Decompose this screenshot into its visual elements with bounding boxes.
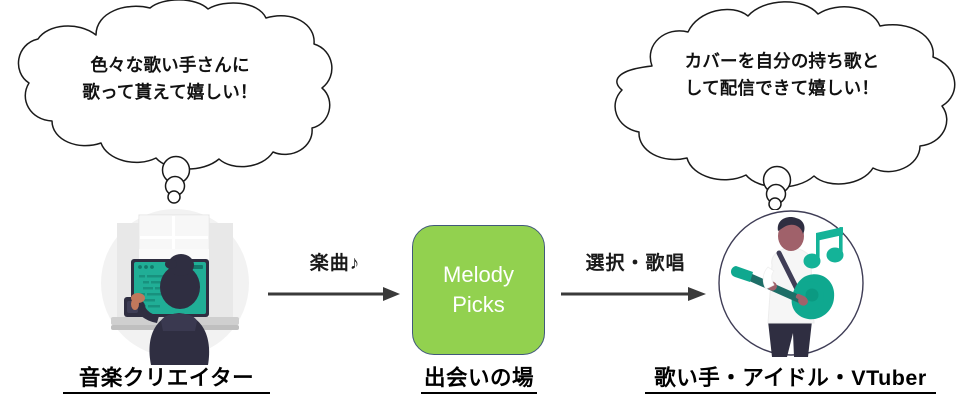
left-node-caption: 音楽クリエイター bbox=[63, 366, 270, 394]
creator-thought-bubble-shape bbox=[17, 0, 333, 204]
center-node-caption: 出会いの場 bbox=[421, 366, 537, 394]
left-arrow-label: 楽曲♪ bbox=[309, 253, 361, 274]
singer-with-guitar-icon bbox=[718, 210, 864, 357]
singer-thought-bubble: カバーを自分の持ち歌と して配信できて嬉しい！ bbox=[592, 0, 976, 211]
singer-illustration bbox=[708, 203, 874, 368]
melody-picks-line1: Melody bbox=[443, 261, 514, 287]
singer-thought-bubble-shape bbox=[614, 1, 956, 211]
right-arrow-icon bbox=[561, 287, 706, 301]
right-arrow-group: 選択・歌唱 bbox=[558, 248, 713, 308]
music-creator-illustration bbox=[95, 205, 260, 365]
creator-thought-bubble: 色々な歌い手さんに 歌って貰えて嬉しい！ bbox=[0, 0, 340, 210]
right-arrow-label: 選択・歌唱 bbox=[585, 253, 686, 274]
music-note-icon bbox=[803, 227, 844, 269]
music-creator-at-desk-icon bbox=[101, 209, 249, 365]
creator-thought-text: 色々な歌い手さんに 歌って貰えて嬉しい！ bbox=[82, 55, 258, 103]
right-node-caption: 歌い手・アイドル・VTuber bbox=[645, 366, 936, 394]
melody-picks-node[interactable]: Melody Picks bbox=[412, 225, 545, 355]
left-arrow-group: 楽曲♪ bbox=[265, 248, 405, 308]
left-arrow-icon bbox=[268, 287, 400, 301]
melody-picks-line2: Picks bbox=[452, 292, 505, 317]
singer-thought-text: カバーを自分の持ち歌と して配信できて嬉しい！ bbox=[684, 51, 880, 99]
